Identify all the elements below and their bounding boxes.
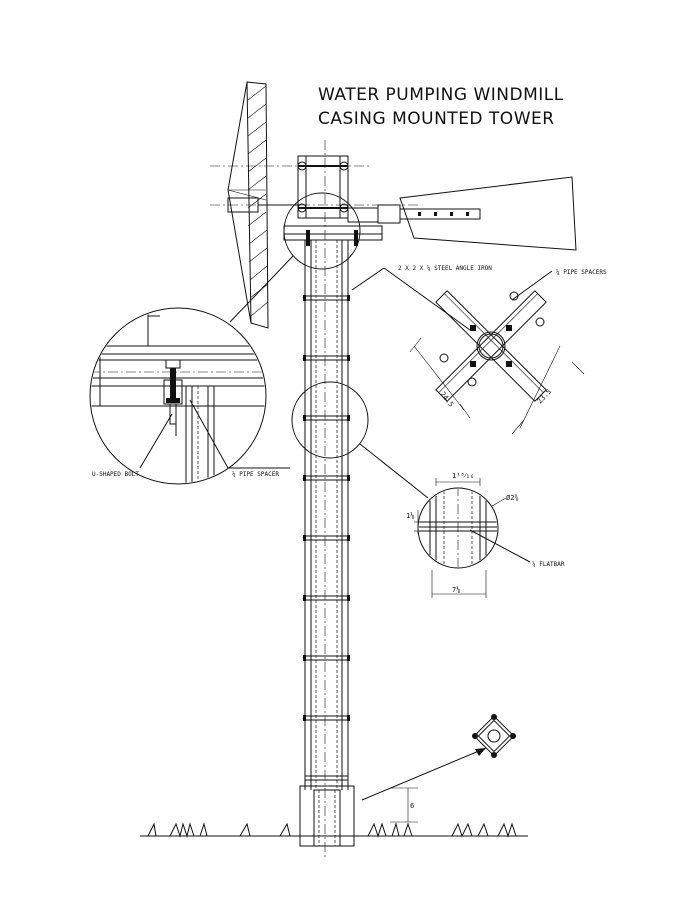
detail-bolt xyxy=(89,307,290,485)
angle-iron-label: 2 X 2 X ¼ STEEL ANGLE IRON xyxy=(398,265,492,272)
tower xyxy=(299,240,355,847)
dim-thickness: 1⅛ xyxy=(406,511,414,520)
dim-top-width: 1¹³⁄₁₆ xyxy=(452,472,474,480)
detail-base-clamp: 6 xyxy=(361,714,516,823)
detail-circle-tower xyxy=(291,381,369,459)
turntable-plate xyxy=(283,225,383,246)
windmill-head xyxy=(210,140,420,860)
title-line-2: CASING MOUNTED TOWER xyxy=(318,109,555,129)
ground-line xyxy=(140,822,528,838)
flatbar-label: ¼ FLATBAR xyxy=(532,561,565,568)
dim-diameter: Ø2⅜ xyxy=(506,493,519,502)
pipe-spacers-label: ¼ PIPE SPACERS xyxy=(556,269,607,276)
leader-head-detail xyxy=(229,255,294,323)
dim-24-5: 24.5 xyxy=(438,390,455,408)
pipe-spacer-label: ¼ PIPE SPACER xyxy=(232,471,279,478)
detail-plan-view: 2 X 2 X ¼ STEEL ANGLE IRON ¼ PIPE SPACER… xyxy=(351,265,607,435)
leader-flatbar xyxy=(359,443,429,499)
tail-vane xyxy=(347,176,577,251)
bolt-note: U-SHAPED BOLT xyxy=(92,471,139,478)
detail-circle-head xyxy=(283,192,361,270)
dim-bottom-width: 7⅛ xyxy=(452,585,460,594)
dim-depth: 6 xyxy=(410,802,414,810)
title-line-1: WATER PUMPING WINDMILL xyxy=(318,85,564,105)
detail-flatbar: 1¹³⁄₁₆ Ø2⅜ 1⅛ ¼ FLATBAR 7⅛ xyxy=(406,472,565,598)
